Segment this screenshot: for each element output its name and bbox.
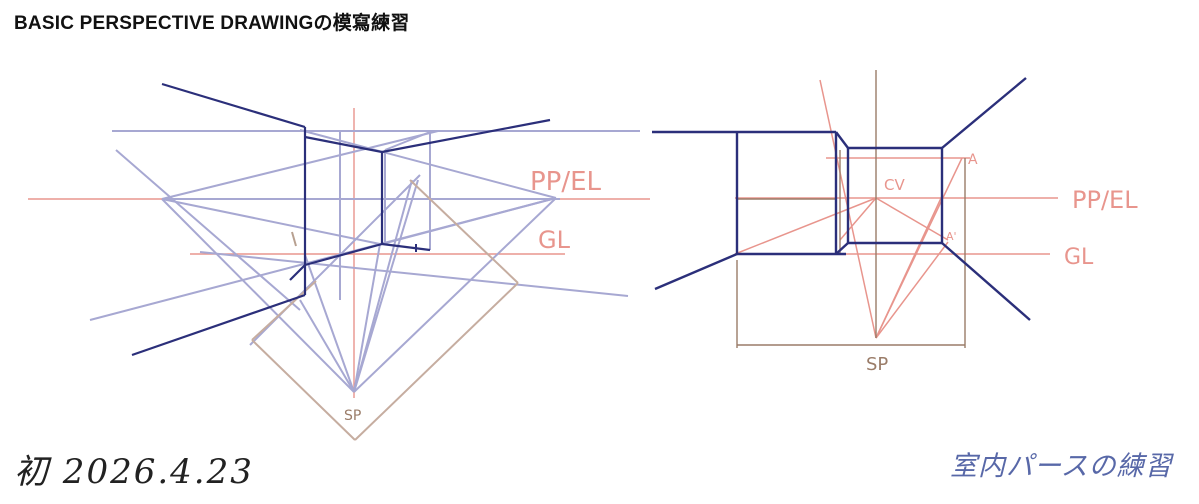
left-perspective-diagram: PP/EL GL SP [28,82,650,441]
left-main-box [131,82,551,357]
handwritten-subtitle-note: 室内パースの練習 [950,451,1173,482]
right-pp-el-label: PP/EL [1072,186,1138,214]
left-gl-label: GL [538,226,571,254]
right-main-box [652,77,1031,321]
right-brown-lines [736,70,966,348]
handwritten-date-note: 初 2026.4.23 [14,452,254,492]
left-sp-label: SP [344,408,361,424]
right-sp-label: SP [866,354,888,375]
left-construction-lines [89,129,640,393]
right-construction-lines [734,79,970,339]
right-a-label: A [968,152,978,168]
page-title: BASIC PERSPECTIVE DRAWINGの模寫練習 [14,13,410,34]
right-gl-label: GL [1064,245,1094,270]
right-a-prime-label: A' [946,230,957,243]
right-cv-label: CV [884,176,905,194]
right-perspective-diagram: CV A A' PP/EL GL SP [652,70,1138,375]
left-pp-el-label: PP/EL [530,167,602,197]
